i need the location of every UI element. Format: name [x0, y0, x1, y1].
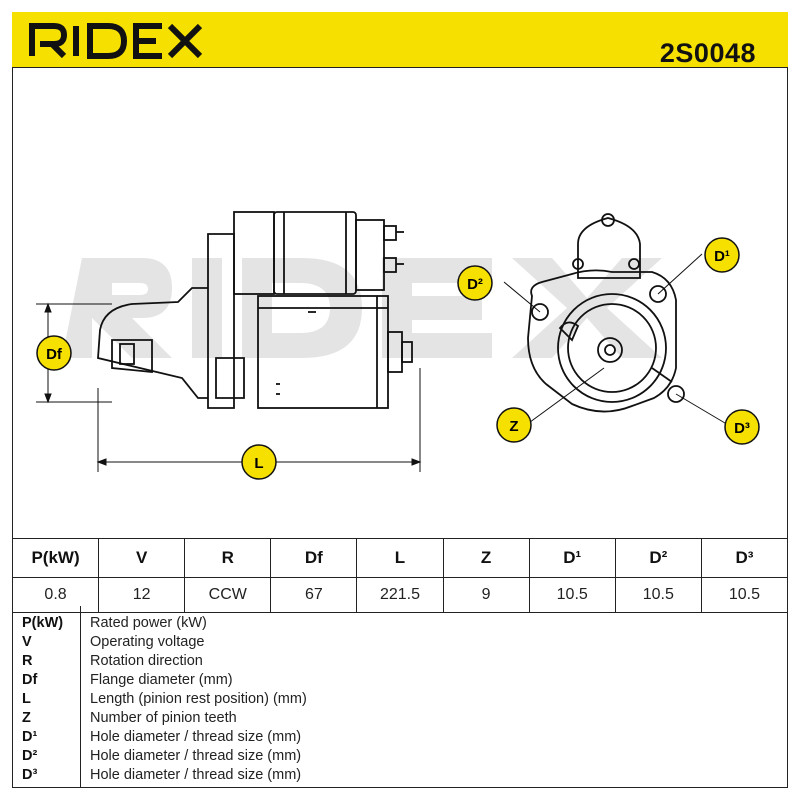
spec-header-cell: Df — [270, 538, 358, 578]
badge-z: Z — [496, 407, 532, 443]
starter-side-view — [97, 211, 413, 409]
spec-header-cell: P(kW) — [11, 538, 100, 578]
badge-l: L — [241, 444, 277, 480]
legend-key: L — [22, 691, 31, 707]
badge-df: Df — [36, 335, 72, 371]
technical-drawing: Df L Z D¹ D² D³ — [36, 211, 760, 480]
legend-desc: Flange diameter (mm) — [90, 672, 233, 688]
starter-front-view — [527, 213, 685, 413]
spec-header-cell: D³ — [700, 538, 789, 578]
spec-header-cell: L — [356, 538, 444, 578]
legend-desc: Length (pinion rest position) (mm) — [90, 691, 307, 707]
legend-desc: Rated power (kW) — [90, 615, 207, 631]
svg-text:Df: Df — [46, 346, 63, 363]
spec-header-row: P(kW) V R Df L Z D¹ D² D³ — [11, 538, 789, 578]
spec-value-cell: 10.5 — [700, 577, 789, 613]
ridex-logo — [29, 23, 203, 59]
legend-desc: Hole diameter / thread size (mm) — [90, 729, 302, 745]
svg-text:Z: Z — [509, 418, 518, 435]
dimension-lines — [36, 302, 422, 472]
spec-value-cell: 0.8 — [11, 577, 100, 613]
spec-value-cell: 10.5 — [614, 577, 702, 613]
spec-value-cell: 67 — [270, 577, 358, 613]
leader-lines — [503, 253, 731, 427]
legend-key: R — [22, 653, 33, 669]
svg-text:D²: D² — [467, 276, 483, 293]
legend-desc: Hole diameter / thread size (mm) — [90, 748, 302, 764]
legend-divider — [80, 606, 81, 788]
spec-header-cell: D¹ — [528, 538, 616, 578]
spec-value-cell: CCW — [184, 577, 272, 613]
legend-desc: Operating voltage — [90, 634, 205, 650]
svg-text:L: L — [254, 455, 263, 472]
legend-key: Z — [22, 710, 31, 726]
legend-key: D³ — [22, 767, 38, 783]
legend-key: V — [22, 634, 32, 650]
spec-value-cell: 221.5 — [356, 577, 444, 613]
svg-text:D¹: D¹ — [714, 248, 730, 265]
badge-d1: D¹ — [704, 237, 740, 273]
spec-value-row: 0.8 12 CCW 67 221.5 9 10.5 10.5 10.5 — [11, 577, 789, 613]
ridex-watermark — [62, 258, 662, 358]
svg-text:D³: D³ — [734, 420, 750, 437]
spec-header-cell: Z — [442, 538, 530, 578]
legend-key: P(kW) — [22, 615, 64, 631]
legend-key: D² — [22, 748, 38, 764]
legend-desc: Hole diameter / thread size (mm) — [90, 767, 302, 783]
spec-value-cell: 12 — [98, 577, 186, 613]
spec-header-cell: R — [184, 538, 272, 578]
legend-desc: Rotation direction — [90, 653, 203, 669]
spec-table: P(kW) V R Df L Z D¹ D² D³ 0.8 12 CCW 67 … — [11, 538, 789, 613]
badge-d2: D² — [457, 265, 493, 301]
legend: P(kW) Rated power (kW) V Operating volta… — [12, 606, 788, 788]
spec-header-cell: V — [98, 538, 186, 578]
legend-desc: Number of pinion teeth — [90, 710, 237, 726]
part-number: 2S0048 — [659, 38, 756, 68]
spec-value-cell: 10.5 — [528, 577, 616, 613]
legend-key: Df — [22, 672, 38, 688]
legend-key: D¹ — [22, 729, 38, 745]
spec-header-cell: D² — [614, 538, 702, 578]
spec-value-cell: 9 — [442, 577, 530, 613]
header-bar: 2S0048 — [12, 12, 788, 68]
badge-d3: D³ — [724, 409, 760, 445]
